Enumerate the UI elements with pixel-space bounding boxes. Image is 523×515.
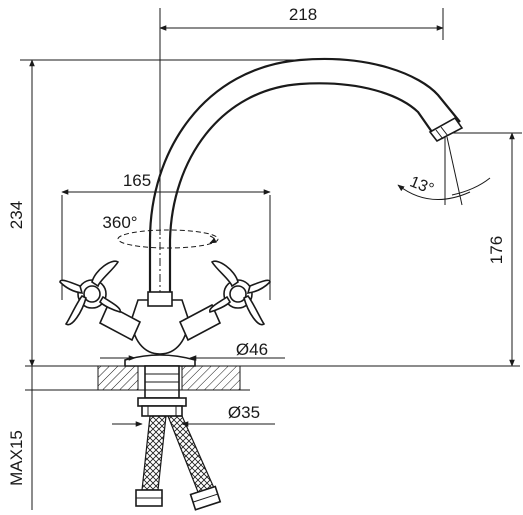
left-valve-handle [59, 260, 142, 342]
dimension-label-d46: Ø46 [236, 340, 268, 359]
aerator [428, 116, 464, 143]
dimension-base-diameter: Ø46 [100, 340, 285, 361]
dimension-max-thickness: MAX15 [7, 366, 38, 510]
dimension-label-165: 165 [123, 171, 151, 190]
dimension-label-d35: Ø35 [228, 403, 260, 422]
right-valve-handle [178, 260, 271, 342]
dimension-label-218: 218 [289, 5, 317, 24]
dimension-spout-reach: 218 [159, 5, 444, 235]
dimension-label-176: 176 [487, 236, 506, 264]
supply-hoses [135, 415, 222, 511]
dimension-outlet-height: 176 [450, 132, 522, 367]
dimension-label-max15: MAX15 [7, 430, 26, 486]
mixer-body [124, 291, 196, 367]
angle-label: 13° [407, 173, 436, 198]
rotation-label: 360° [102, 213, 137, 232]
dimension-shank-diameter: Ø35 [112, 403, 275, 427]
angle-indicator: 13° [397, 136, 491, 206]
dimension-handle-span: 165 [61, 171, 271, 300]
mounting-shank [137, 365, 187, 417]
spout [148, 57, 464, 300]
rotation-indicator: 360° [102, 213, 219, 249]
dimension-label-234: 234 [7, 201, 26, 229]
countertop [25, 365, 520, 391]
dimension-height-total: 234 [7, 59, 300, 367]
